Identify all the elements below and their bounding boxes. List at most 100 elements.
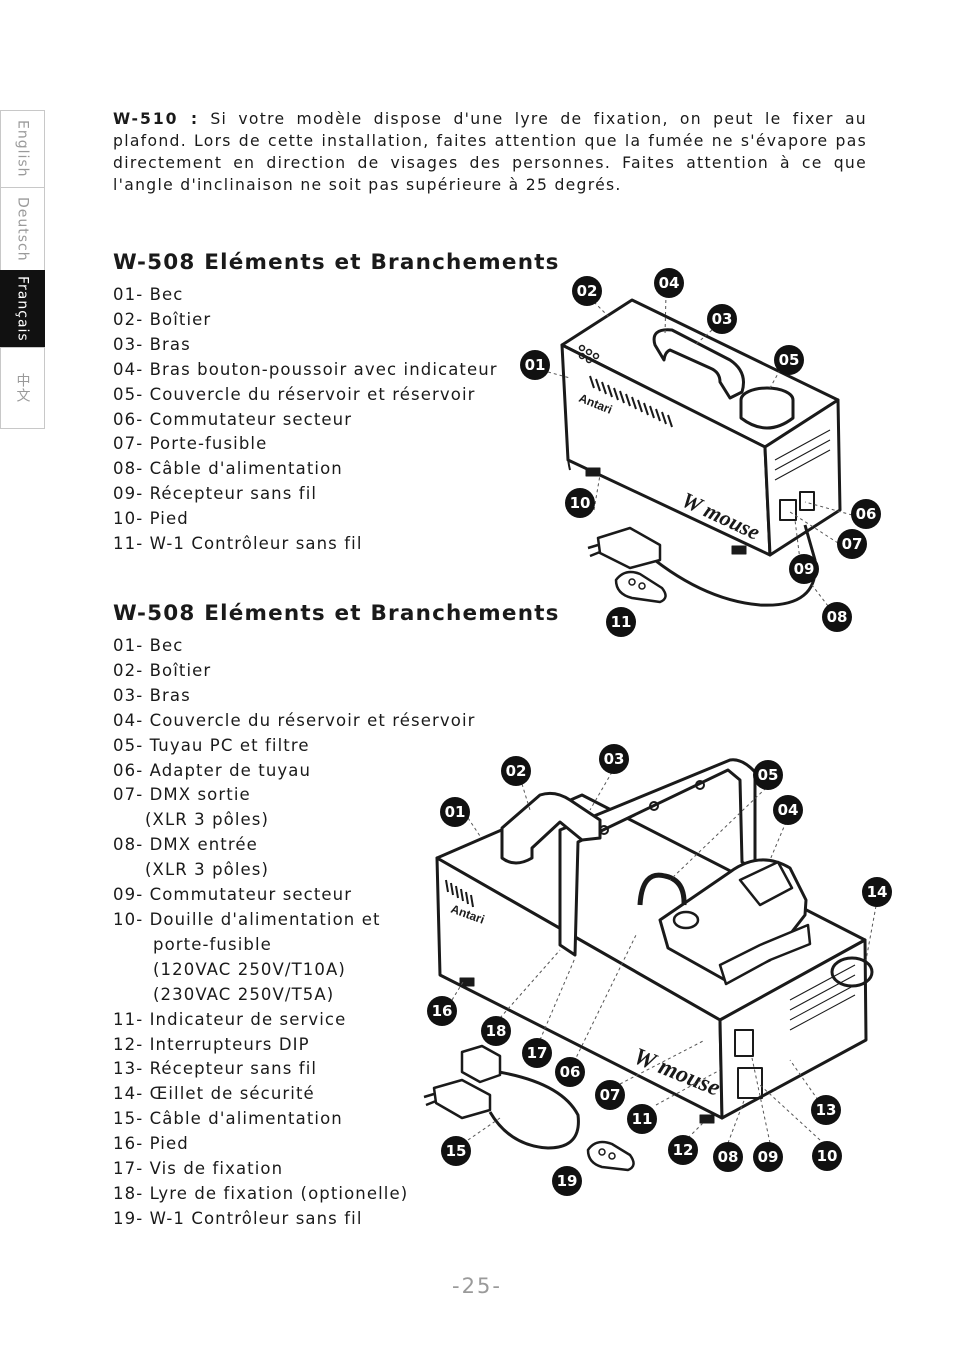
callout-badge: 03 (707, 304, 737, 334)
callout-badge: 09 (789, 554, 819, 584)
callout-label: 10 (570, 494, 591, 512)
callout-label: 03 (712, 310, 733, 328)
callout-badge: 06 (851, 499, 881, 529)
callout-badge: 04 (773, 795, 803, 825)
callout-badge: 15 (441, 1136, 471, 1166)
callout-label: 07 (842, 535, 863, 553)
callout-label: 12 (673, 1141, 694, 1159)
callout-badge: 02 (501, 756, 531, 786)
lang-tab-label: 中文 (14, 373, 31, 403)
callout-badge: 13 (811, 1095, 841, 1125)
callout-badge: 05 (753, 760, 783, 790)
callout-badge: 06 (555, 1057, 585, 1087)
list-item: 08- DMX entrée (113, 835, 258, 855)
callout-badge: 08 (822, 602, 852, 632)
callout-badge: 11 (627, 1104, 657, 1134)
list-item: 07- DMX sortie (113, 785, 251, 805)
list-item: 08- Câble d'alimentation (113, 459, 343, 479)
list-item: 09- Commutateur secteur (113, 885, 353, 905)
callout-badge: 17 (522, 1038, 552, 1068)
list-item: 03- Bras (113, 685, 191, 705)
list-item: 05- Couvercle du réservoir et réservoir (113, 384, 476, 404)
callout-badge: 19 (552, 1166, 582, 1196)
list-item: (230VAC 250V/T5A) (153, 984, 335, 1004)
callout-label: 10 (817, 1147, 838, 1165)
lang-tab-francais[interactable]: Français (0, 270, 45, 347)
callout-label: 02 (506, 762, 527, 780)
callout-badge: 18 (481, 1016, 511, 1046)
machine1-callouts: 01 02 03 04 05 06 07 08 09 10 11 (520, 268, 881, 637)
list-item: 17- Vis de fixation (113, 1159, 284, 1179)
callout-label: 04 (778, 801, 799, 819)
callout-label: 11 (632, 1110, 653, 1128)
callout-badge: 10 (565, 488, 595, 518)
list-item: 12- Interrupteurs DIP (113, 1034, 310, 1054)
callout-label: 09 (794, 560, 815, 578)
list-item: 18- Lyre de fixation (optionelle) (113, 1183, 409, 1203)
callout-label: 07 (600, 1086, 621, 1104)
list-item: 03- Bras (113, 334, 191, 354)
list-item: 05- Tuyau PC et filtre (113, 735, 310, 755)
list-item: 01- Bec (113, 285, 184, 304)
callout-label: 18 (486, 1022, 507, 1040)
section1-title: W-508 Eléments et Branchements (113, 250, 560, 275)
lang-tab-label: Français (14, 276, 31, 342)
callout-badge: 07 (837, 529, 867, 559)
callout-label: 13 (816, 1101, 837, 1119)
intro-text: Si votre modèle dispose d'une lyre de fi… (113, 110, 867, 194)
callout-badge: 02 (572, 276, 602, 306)
list-item: 11- W-1 Contrôleur sans fil (113, 534, 363, 554)
list-item: 10- Douille d'alimentation et (113, 909, 381, 929)
callout-label: 17 (527, 1044, 548, 1062)
callout-badge: 04 (654, 268, 684, 298)
callout-badge: 16 (427, 996, 457, 1026)
lang-tab-english[interactable]: English (0, 110, 45, 187)
callout-badge: 01 (520, 350, 550, 380)
machine1-leaders (547, 293, 853, 607)
list-item: 09- Récepteur sans fil (113, 484, 318, 504)
callout-badge: 09 (753, 1142, 783, 1172)
list-item: 11- Indicateur de service (113, 1009, 347, 1029)
callout-label: 15 (446, 1142, 467, 1160)
callout-label: 06 (856, 505, 877, 523)
callout-badge: 08 (713, 1142, 743, 1172)
callout-label: 01 (525, 356, 546, 374)
lang-tab-deutsch[interactable]: Deutsch (0, 187, 45, 270)
machine2-callouts: 01 02 03 04 05 06 07 08 09 10 11 12 13 1… (427, 744, 892, 1196)
callout-badge: 11 (606, 607, 636, 637)
callout-badge: 12 (668, 1135, 698, 1165)
list-item: 01- Bec (113, 636, 184, 655)
list-item: 04- Couvercle du réservoir et réservoir (113, 710, 476, 730)
callout-label: 16 (432, 1002, 453, 1020)
callout-label: 02 (577, 282, 598, 300)
callout-label: 04 (659, 274, 680, 292)
list-item: 10- Pied (113, 509, 189, 529)
callout-label: 08 (718, 1148, 739, 1166)
callout-label: 03 (604, 750, 625, 768)
callout-label: 06 (560, 1063, 581, 1081)
intro-paragraph: W-510 : Si votre modèle dispose d'une ly… (113, 108, 867, 196)
list-item: porte-fusible (153, 934, 272, 954)
callout-label: 08 (827, 608, 848, 626)
list-item: 04- Bras bouton-poussoir avec indicateur (113, 359, 498, 379)
callout-badge: 01 (440, 797, 470, 827)
list-item: 15- Câble d'alimentation (113, 1109, 343, 1129)
callout-label: 14 (867, 883, 888, 901)
callout-badge: 05 (774, 345, 804, 375)
callout-label: 11 (611, 613, 632, 631)
section2-parts-list: 01- Bec 02- Boîtier 03- Bras 04- Couverc… (113, 634, 476, 1232)
list-item: 14- Œillet de sécurité (113, 1084, 315, 1104)
machine2-leaders (451, 771, 877, 1144)
list-item: 02- Boîtier (113, 309, 212, 329)
list-item: 02- Boîtier (113, 660, 212, 680)
section2-title: W-508 Eléments et Branchements (113, 601, 560, 626)
callout-badge: 03 (599, 744, 629, 774)
page-number: -25- (452, 1274, 502, 1298)
lang-tab-label: Deutsch (14, 196, 31, 262)
lang-tab-chinese[interactable]: 中文 (0, 347, 45, 429)
list-item: 19- W-1 Contrôleur sans fil (113, 1208, 363, 1228)
callout-badge: 07 (595, 1080, 625, 1110)
callout-badge: 10 (812, 1141, 842, 1171)
list-item: (XLR 3 pôles) (145, 860, 270, 880)
